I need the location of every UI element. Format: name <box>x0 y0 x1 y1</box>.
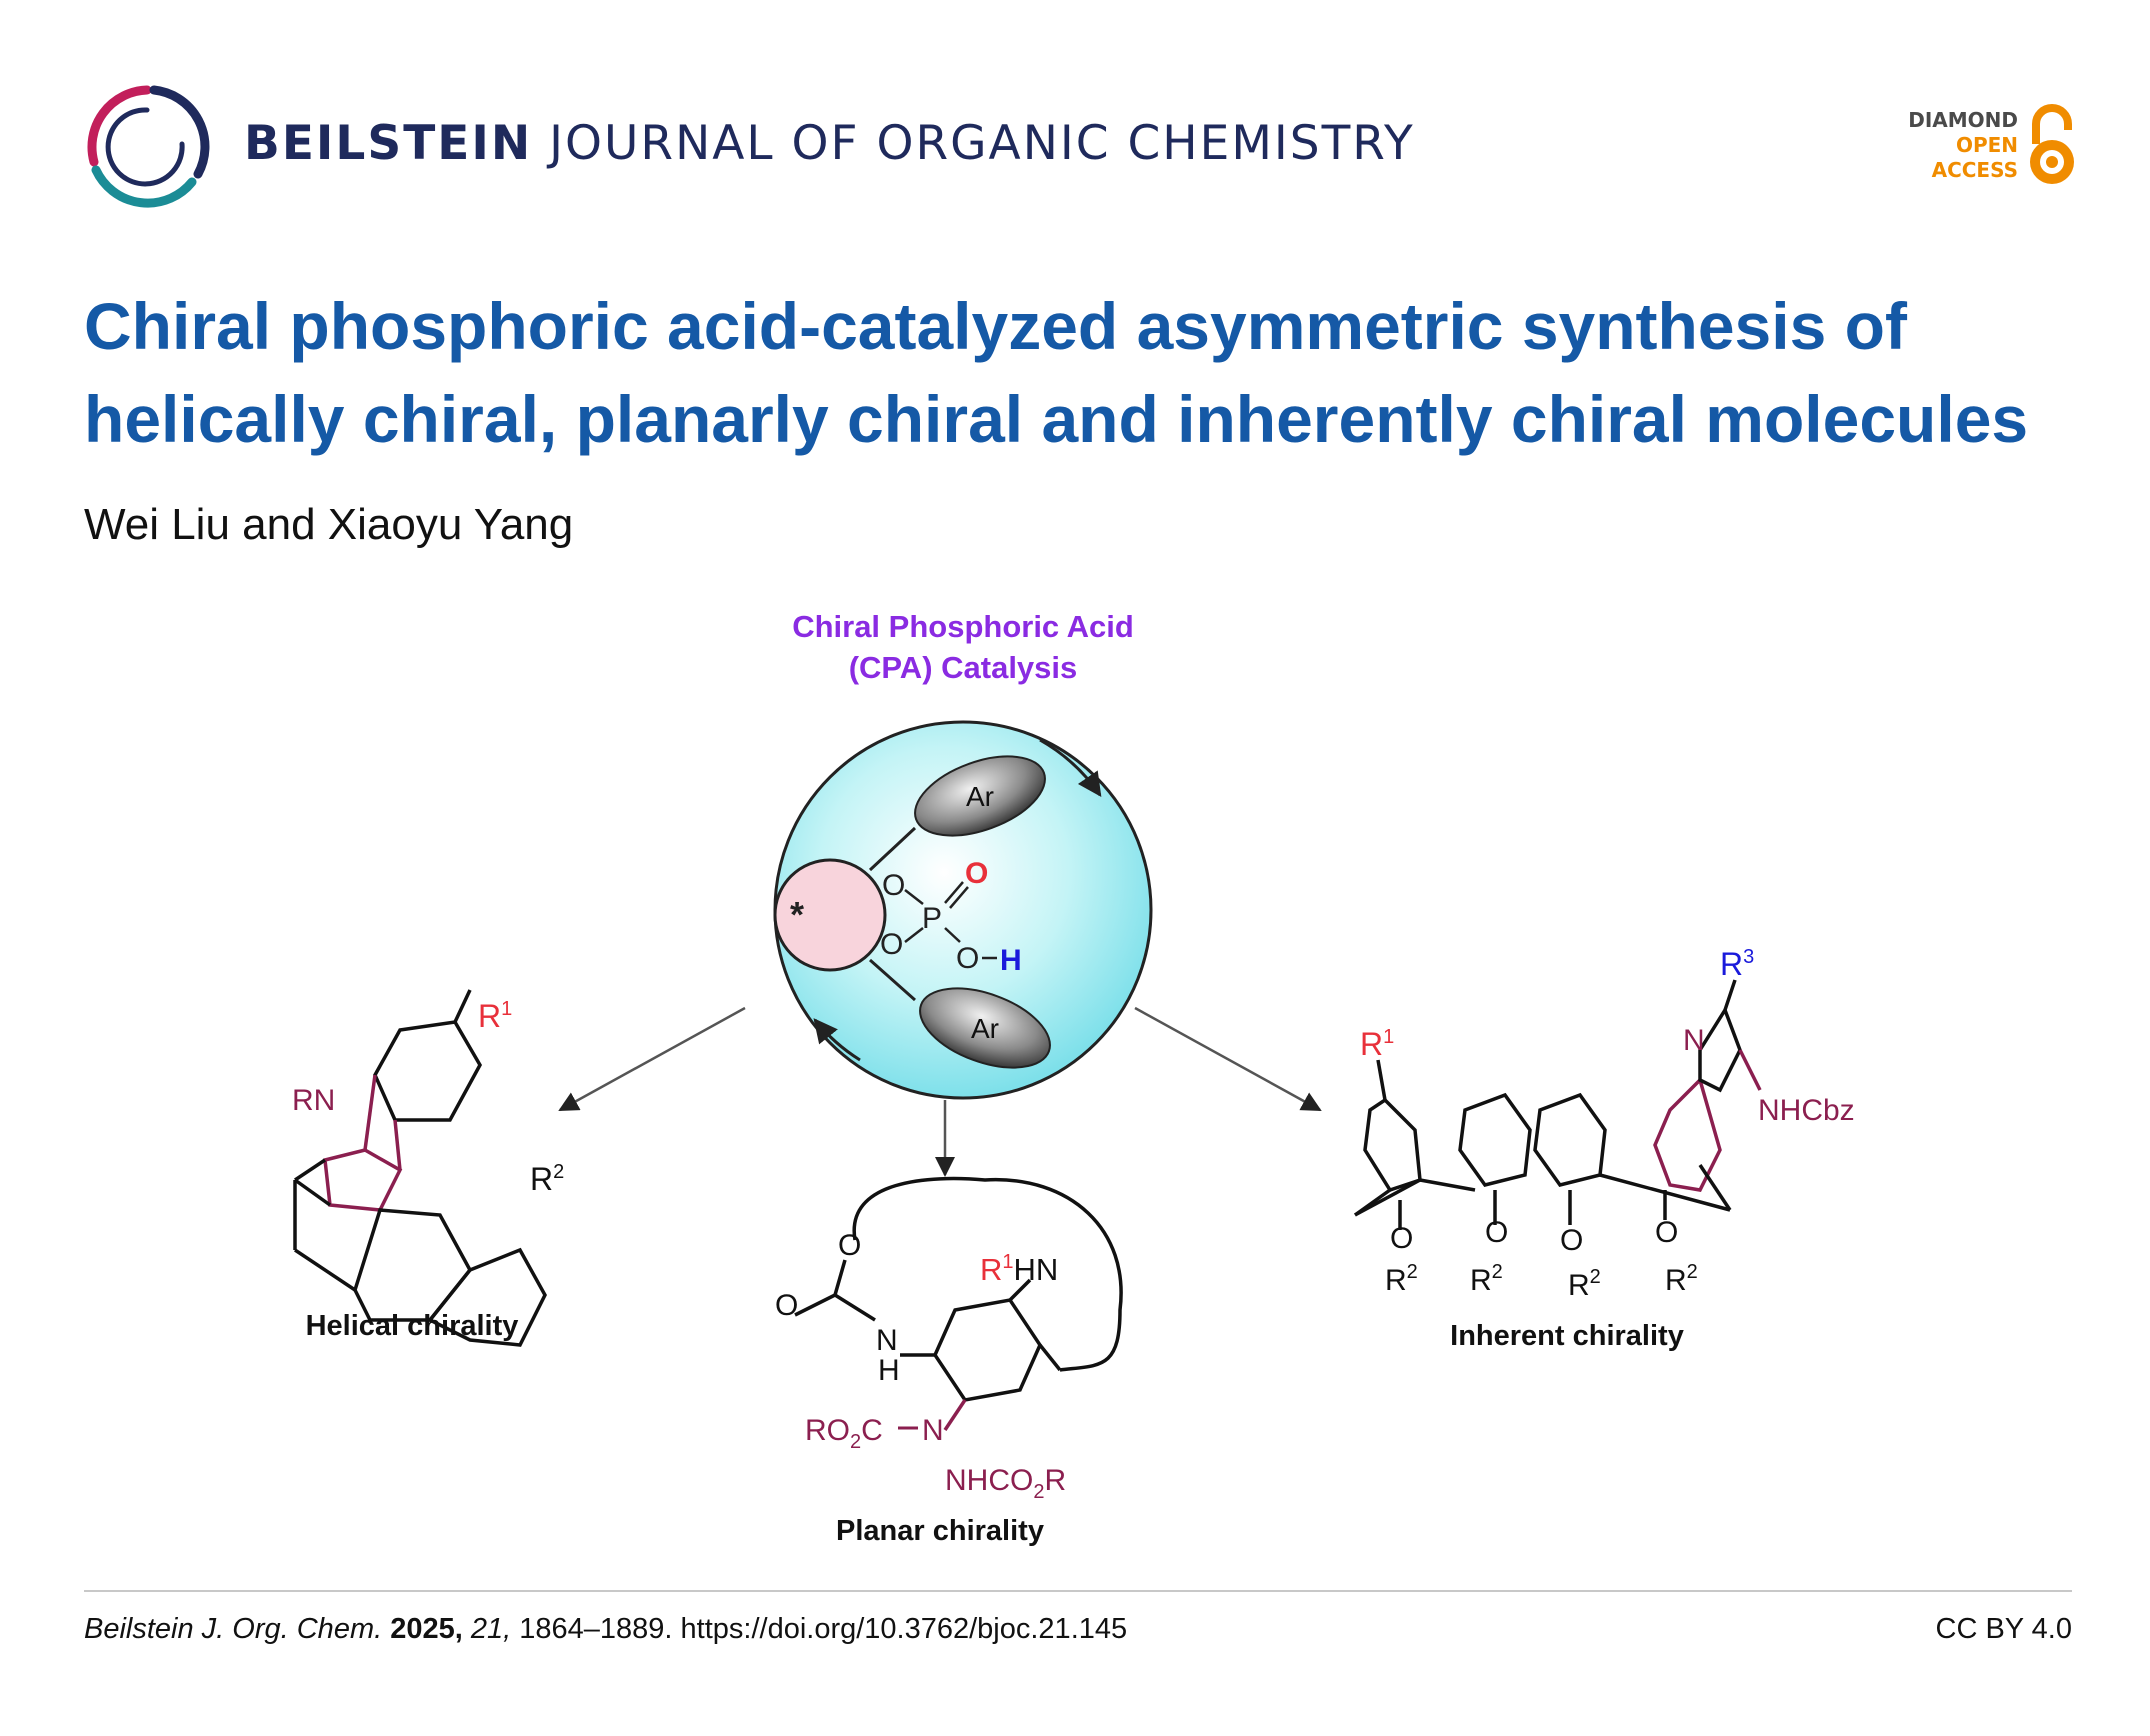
open-lock-icon <box>2030 104 2074 184</box>
helical-label: Helical chirality <box>306 1310 519 1342</box>
inherent-r2-3: R2 <box>1568 1266 1601 1302</box>
arrow-to-helical <box>558 1006 746 1112</box>
r-letter: R <box>980 1252 1002 1287</box>
r-letter: R <box>1720 946 1743 982</box>
inherent-label: Inherent chirality <box>1450 1320 1684 1352</box>
planar-nhco2r: NHCO2R <box>945 1464 1066 1503</box>
nhco-text: NHCO <box>945 1464 1033 1497</box>
r-letter: R <box>1665 1264 1687 1297</box>
planar-n-hydrazine: N <box>922 1414 944 1447</box>
planar-o-carbonyl: O <box>775 1289 798 1322</box>
hn-text: HN <box>1014 1252 1059 1287</box>
atom-o-3: O <box>956 942 979 975</box>
sup-2: 2 <box>1590 1266 1601 1288</box>
diamond-open-access-label: DIAMOND OPEN ACCESS <box>1868 108 2018 183</box>
graphical-abstract: Chiral Phosphoric Acid (CPA) Catalysis *… <box>292 609 1855 1547</box>
beilstein-ring-logo <box>87 85 210 208</box>
citation: Beilstein J. Org. Chem. 2025, 21, 1864–1… <box>84 1613 1127 1646</box>
atom-p: P <box>922 902 942 935</box>
helical-r1: R1 <box>478 998 512 1034</box>
helical-r2: R2 <box>530 1161 564 1197</box>
sub-2: 2 <box>1033 1481 1044 1503</box>
inherent-r2-1: R2 <box>1385 1261 1418 1297</box>
sup-1: 1 <box>501 998 512 1020</box>
citation-volume: 21, <box>470 1613 512 1645</box>
inherent-r2-4: R2 <box>1665 1261 1698 1297</box>
chiral-star: * <box>790 894 804 935</box>
sup-1: 1 <box>1002 1251 1013 1273</box>
ar-bottom-label: Ar <box>971 1013 999 1044</box>
atom-o-1: O <box>882 869 905 902</box>
title-line-1: Chiral phosphoric acid-catalyzed asymmet… <box>84 289 1907 363</box>
r-letter: R <box>1470 1264 1492 1297</box>
inherent-o-3: O <box>1560 1224 1583 1257</box>
sup-2: 2 <box>1687 1261 1698 1283</box>
sup-2: 2 <box>553 1161 564 1183</box>
oa-line-access: ACCESS <box>1931 158 2018 182</box>
cpa-title-line-2: (CPA) Catalysis <box>849 650 1078 685</box>
helical-rn: RN <box>292 1084 335 1117</box>
inherent-r1: R1 <box>1360 1026 1394 1062</box>
sup-3: 3 <box>1743 946 1754 968</box>
title-line-2: helically chiral, planarly chiral and in… <box>84 382 2029 456</box>
citation-pages-doi[interactable]: 1864–1889. https://doi.org/10.3762/bjoc.… <box>519 1613 1128 1645</box>
planar-nh-n: N <box>876 1324 898 1357</box>
cpa-catalyst-sphere: * Ar Ar O O P O O H <box>773 720 1153 1100</box>
ro-text: RO <box>805 1414 850 1447</box>
inherent-o-1: O <box>1390 1222 1413 1255</box>
author-list: Wei Liu and Xiaoyu Yang <box>84 500 574 549</box>
inherent-r3: R3 <box>1720 946 1754 982</box>
inherent-structure <box>1353 979 1762 1230</box>
journal-header: BEILSTEIN JOURNAL OF ORGANIC CHEMISTRY D… <box>0 0 2150 250</box>
helical-structure <box>293 989 547 1347</box>
sup-2: 2 <box>1492 1261 1503 1283</box>
r-letter: R <box>1568 1269 1590 1302</box>
aryl-top <box>914 755 1046 837</box>
arrow-to-inherent <box>1134 1006 1322 1112</box>
journal-name-bold: BEILSTEIN <box>244 116 533 171</box>
aryl-bottom <box>919 987 1051 1069</box>
r-text: R <box>1044 1464 1066 1497</box>
sup-1: 1 <box>1383 1026 1394 1048</box>
atom-o-2: O <box>880 928 903 961</box>
planar-o-ring: O <box>838 1229 861 1262</box>
footer-divider <box>84 1590 2072 1592</box>
article-title: Chiral phosphoric acid-catalyzed asymmet… <box>84 280 2084 466</box>
oa-line-open: OPEN <box>1955 133 2018 157</box>
r-letter: R <box>478 998 501 1034</box>
planar-r1hn: R1HN <box>980 1251 1058 1287</box>
planar-label: Planar chirality <box>836 1515 1044 1547</box>
cpa-title-line-1: Chiral Phosphoric Acid <box>792 609 1134 644</box>
ar-top-label: Ar <box>966 781 994 812</box>
inherent-o-4: O <box>1655 1216 1678 1249</box>
oa-line-diamond: DIAMOND <box>1908 108 2018 132</box>
planar-ro2c: RO2C <box>805 1414 883 1453</box>
r-letter: R <box>1385 1264 1407 1297</box>
planar-nh-h: H <box>878 1354 900 1387</box>
journal-abbrev: Beilstein J. Org. Chem. <box>84 1613 383 1645</box>
atom-h: H <box>1000 944 1022 977</box>
r-letter: R <box>1360 1026 1383 1062</box>
license-label[interactable]: CC BY 4.0 <box>1935 1613 2072 1645</box>
inherent-n-pyridine: N <box>1683 1024 1705 1057</box>
inherent-r2-2: R2 <box>1470 1261 1503 1297</box>
r-letter: R <box>530 1161 553 1197</box>
citation-year: 2025, <box>390 1613 463 1645</box>
atom-o-double: O <box>965 857 988 890</box>
c-text: C <box>861 1414 883 1447</box>
journal-name-rest: JOURNAL OF ORGANIC CHEMISTRY <box>549 116 1415 171</box>
inherent-o-2: O <box>1485 1216 1508 1249</box>
journal-name[interactable]: BEILSTEIN JOURNAL OF ORGANIC CHEMISTRY <box>244 116 1415 171</box>
sup-2: 2 <box>1407 1261 1418 1283</box>
chiral-backbone <box>773 858 887 972</box>
sub-2: 2 <box>850 1431 861 1453</box>
inherent-nhcbz: NHCbz <box>1758 1094 1855 1127</box>
planar-structure <box>794 1176 1123 1431</box>
